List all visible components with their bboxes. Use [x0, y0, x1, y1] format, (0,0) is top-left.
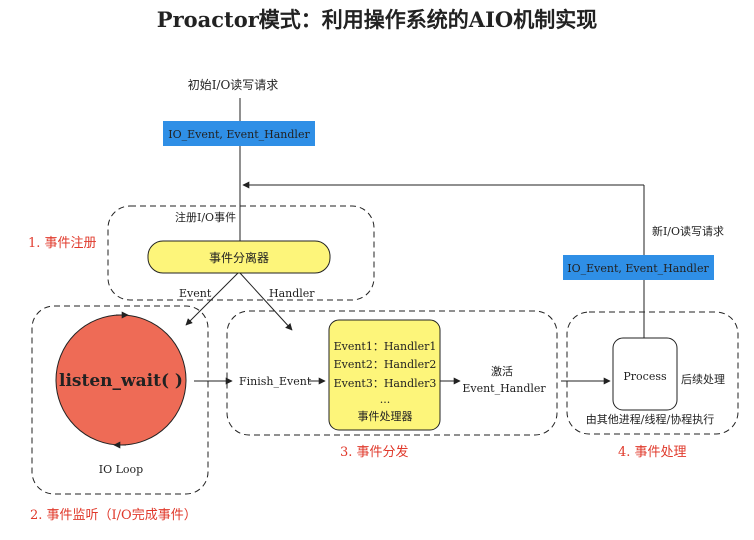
section-process-label: 4. 事件处理	[618, 445, 687, 460]
process-box	[612, 337, 678, 411]
handler-line-1: Event1：Handler1	[334, 340, 437, 353]
io-loop-label: IO Loop	[99, 463, 143, 476]
io-event-box-right-label: IO_Event, Event_Handler	[567, 262, 709, 275]
section-process-region	[566, 311, 739, 435]
initial-request-label: 初始I/O读写请求	[188, 78, 279, 92]
io-event-box-right	[563, 255, 714, 280]
event-demux-label: 事件分离器	[209, 250, 269, 265]
handler-line-ellipsis: ...	[380, 393, 391, 406]
io-event-box-top-label: IO_Event, Event_Handler	[168, 128, 310, 141]
event-arrow	[185, 272, 239, 326]
handler-label: Handler	[269, 287, 315, 300]
handler-line-3: Event3：Handler3	[334, 377, 437, 390]
section-listen-label: 2. 事件监听（I/O完成事件）	[30, 508, 197, 523]
section-register-label: 1. 事件注册	[28, 236, 97, 251]
section-dispatch-label: 3. 事件分发	[340, 444, 409, 460]
post-process-label: 后续处理	[681, 372, 725, 386]
new-request-label: 新I/O读写请求	[652, 224, 724, 238]
listen-wait-label: listen_wait( )	[59, 371, 183, 391]
activate-label-2: Event_Handler	[462, 382, 546, 395]
handler-line-2: Event2：Handler2	[334, 358, 437, 371]
event-demux	[147, 240, 331, 274]
register-io-event-label: 注册I/O事件	[175, 210, 236, 224]
diagram-title: Proactor模式：利用操作系统的AIO机制实现	[157, 7, 597, 32]
section-register-region	[107, 205, 375, 301]
activate-label-1: 激活	[491, 364, 513, 378]
process-label: Process	[623, 370, 667, 383]
section-listen-region	[31, 305, 209, 495]
handler-arrow	[239, 272, 293, 331]
event-label: Event	[179, 287, 212, 300]
section-dispatch-region	[226, 310, 558, 436]
handler-processor-label: 事件处理器	[358, 410, 413, 423]
io-event-box-top	[163, 121, 315, 146]
executed-by-label: 由其他进程/线程/协程执行	[586, 412, 714, 426]
finish-event-label: Finish_Event	[239, 375, 312, 388]
event-handler-box	[328, 319, 441, 431]
